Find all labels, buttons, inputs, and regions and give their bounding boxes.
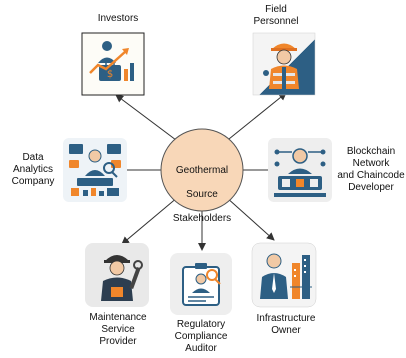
maintenance-technician-icon bbox=[85, 243, 149, 307]
arrow-to-investors bbox=[115, 94, 181, 144]
label-maintenance: Maintenance Service Provider bbox=[89, 312, 147, 347]
field-worker-icon bbox=[252, 32, 316, 96]
hub-line-1: Geothermal bbox=[175, 165, 229, 176]
arrow-to-infrastructure bbox=[225, 196, 275, 241]
infrastructure-owner-icon bbox=[251, 242, 317, 308]
arrow-to-field-personnel bbox=[223, 92, 287, 144]
hub-label: Geothermal Source Stakeholders bbox=[162, 153, 242, 237]
label-investors: Investors bbox=[97, 13, 139, 24]
label-regulatory: Regulatory Compliance Auditor bbox=[174, 319, 228, 354]
label-data-analytics: Data Analytics Company bbox=[11, 152, 55, 187]
data-analyst-icon bbox=[63, 138, 127, 202]
hub-node bbox=[160, 128, 244, 212]
arrow-to-maintenance bbox=[121, 196, 179, 245]
svg-text:$: $ bbox=[107, 69, 113, 80]
label-infrastructure: Infrastructure Owner bbox=[256, 313, 316, 336]
label-field-personnel: Field Personnel bbox=[253, 4, 299, 27]
hub-line-3: Stakeholders bbox=[172, 213, 232, 224]
compliance-auditor-icon bbox=[170, 253, 232, 315]
investor-icon: $ bbox=[81, 32, 145, 96]
blockchain-developer-icon bbox=[268, 138, 332, 202]
label-blockchain: Blockchain Network and Chaincode Develop… bbox=[337, 146, 405, 193]
hub-line-2: Source bbox=[186, 189, 218, 200]
